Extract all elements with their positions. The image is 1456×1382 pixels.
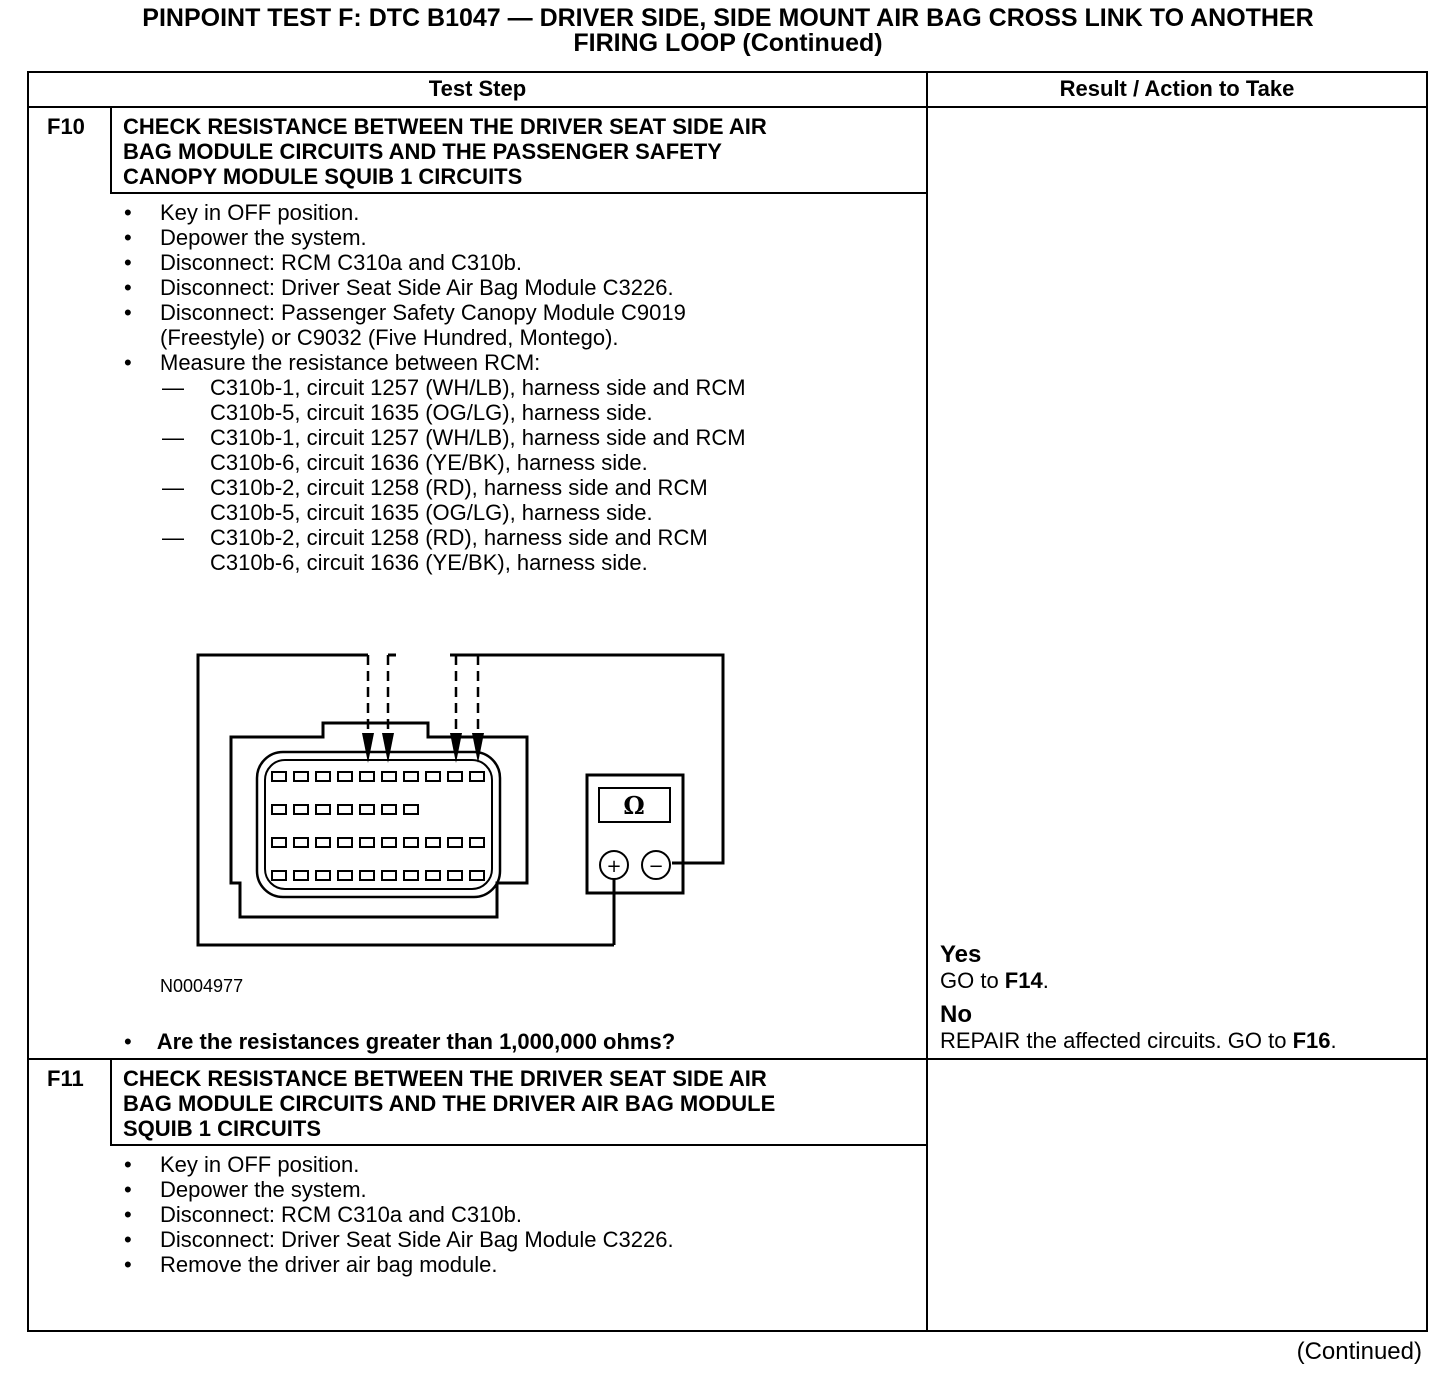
sub-item: —C310b-2, circuit 1258 (RD), harness sid…: [162, 525, 708, 550]
list-item: •Disconnect: RCM C310a and C310b.: [124, 250, 522, 275]
page-title: PINPOINT TEST F: DTC B1047 — DRIVER SIDE…: [0, 6, 1456, 56]
list-item: •Disconnect: Passenger Safety Canopy Mod…: [124, 300, 686, 325]
sub-item: —C310b-1, circuit 1257 (WH/LB), harness …: [162, 425, 746, 450]
list-item: •Remove the driver air bag module.: [124, 1252, 498, 1277]
step-id-f10: F10: [47, 114, 85, 139]
test-table: [27, 71, 1428, 1332]
sub-item: —C310b-2, circuit 1258 (RD), harness sid…: [162, 475, 708, 500]
minus-terminal-icon: −: [648, 856, 663, 877]
sub-item: —C310b-1, circuit 1257 (WH/LB), harness …: [162, 375, 746, 400]
result-yes-label: Yes: [940, 941, 982, 968]
list-item-continuation: (Freestyle) or C9032 (Five Hundred, Mont…: [160, 325, 619, 350]
f10-id-divider: [110, 106, 112, 194]
list-item: •Disconnect: Driver Seat Side Air Bag Mo…: [124, 275, 674, 300]
sub-item-continuation: C310b-6, circuit 1636 (YE/BK), harness s…: [210, 550, 648, 575]
pin-row-2: [271, 804, 419, 815]
row-divider-f11: [27, 1058, 1428, 1060]
step-title-f11: CHECK RESISTANCE BETWEEN THE DRIVER SEAT…: [123, 1066, 776, 1141]
f10-title-divider: [110, 192, 928, 194]
f11-title-divider: [110, 1144, 928, 1146]
list-item: •Key in OFF position.: [124, 1152, 360, 1177]
column-divider: [926, 71, 928, 1332]
title-line-1: PINPOINT TEST F: DTC B1047 — DRIVER SIDE…: [142, 4, 1314, 32]
sub-item-continuation: C310b-5, circuit 1635 (OG/LG), harness s…: [210, 500, 653, 525]
result-yes-action: GO to F14.: [940, 968, 1049, 993]
list-item: •Key in OFF position.: [124, 200, 360, 225]
continued-note: (Continued): [1296, 1338, 1422, 1365]
plus-terminal-icon: +: [606, 856, 621, 877]
pin-row-1: [271, 771, 485, 782]
figure-id: N0004977: [160, 976, 244, 996]
connector-ohmmeter-diagram: Ω + −: [196, 653, 725, 947]
list-item: •Measure the resistance between RCM:: [124, 350, 541, 375]
header-divider: [27, 106, 1428, 108]
list-item: •Disconnect: RCM C310a and C310b.: [124, 1202, 522, 1227]
sub-item-continuation: C310b-6, circuit 1636 (YE/BK), harness s…: [210, 450, 648, 475]
result-no-label: No: [940, 1001, 972, 1028]
header-result: Result / Action to Take: [1059, 76, 1295, 101]
pin-row-4: [271, 870, 485, 881]
pin-row-3: [271, 837, 485, 848]
step-id-f11: F11: [47, 1066, 84, 1091]
header-test-step: Test Step: [428, 76, 527, 101]
f11-instructions: •Key in OFF position. •Depower the syste…: [124, 1152, 674, 1277]
list-item: •Depower the system.: [124, 225, 367, 250]
result-no-action: REPAIR the affected circuits. GO to F16.: [940, 1028, 1337, 1053]
list-item: •Depower the system.: [124, 1177, 367, 1202]
f11-id-divider: [110, 1058, 112, 1146]
f10-question: •Are the resistances greater than 1,000,…: [124, 1029, 676, 1054]
ohm-symbol: Ω: [623, 791, 644, 820]
title-line-2: FIRING LOOP (Continued): [573, 29, 883, 57]
step-title-f10: CHECK RESISTANCE BETWEEN THE DRIVER SEAT…: [123, 114, 767, 189]
list-item: •Disconnect: Driver Seat Side Air Bag Mo…: [124, 1227, 674, 1252]
sub-item-continuation: C310b-5, circuit 1635 (OG/LG), harness s…: [210, 400, 653, 425]
f10-instructions: •Key in OFF position. •Depower the syste…: [124, 200, 746, 575]
f10-result: Yes GO to F14. No REPAIR the affected ci…: [940, 941, 1337, 1054]
